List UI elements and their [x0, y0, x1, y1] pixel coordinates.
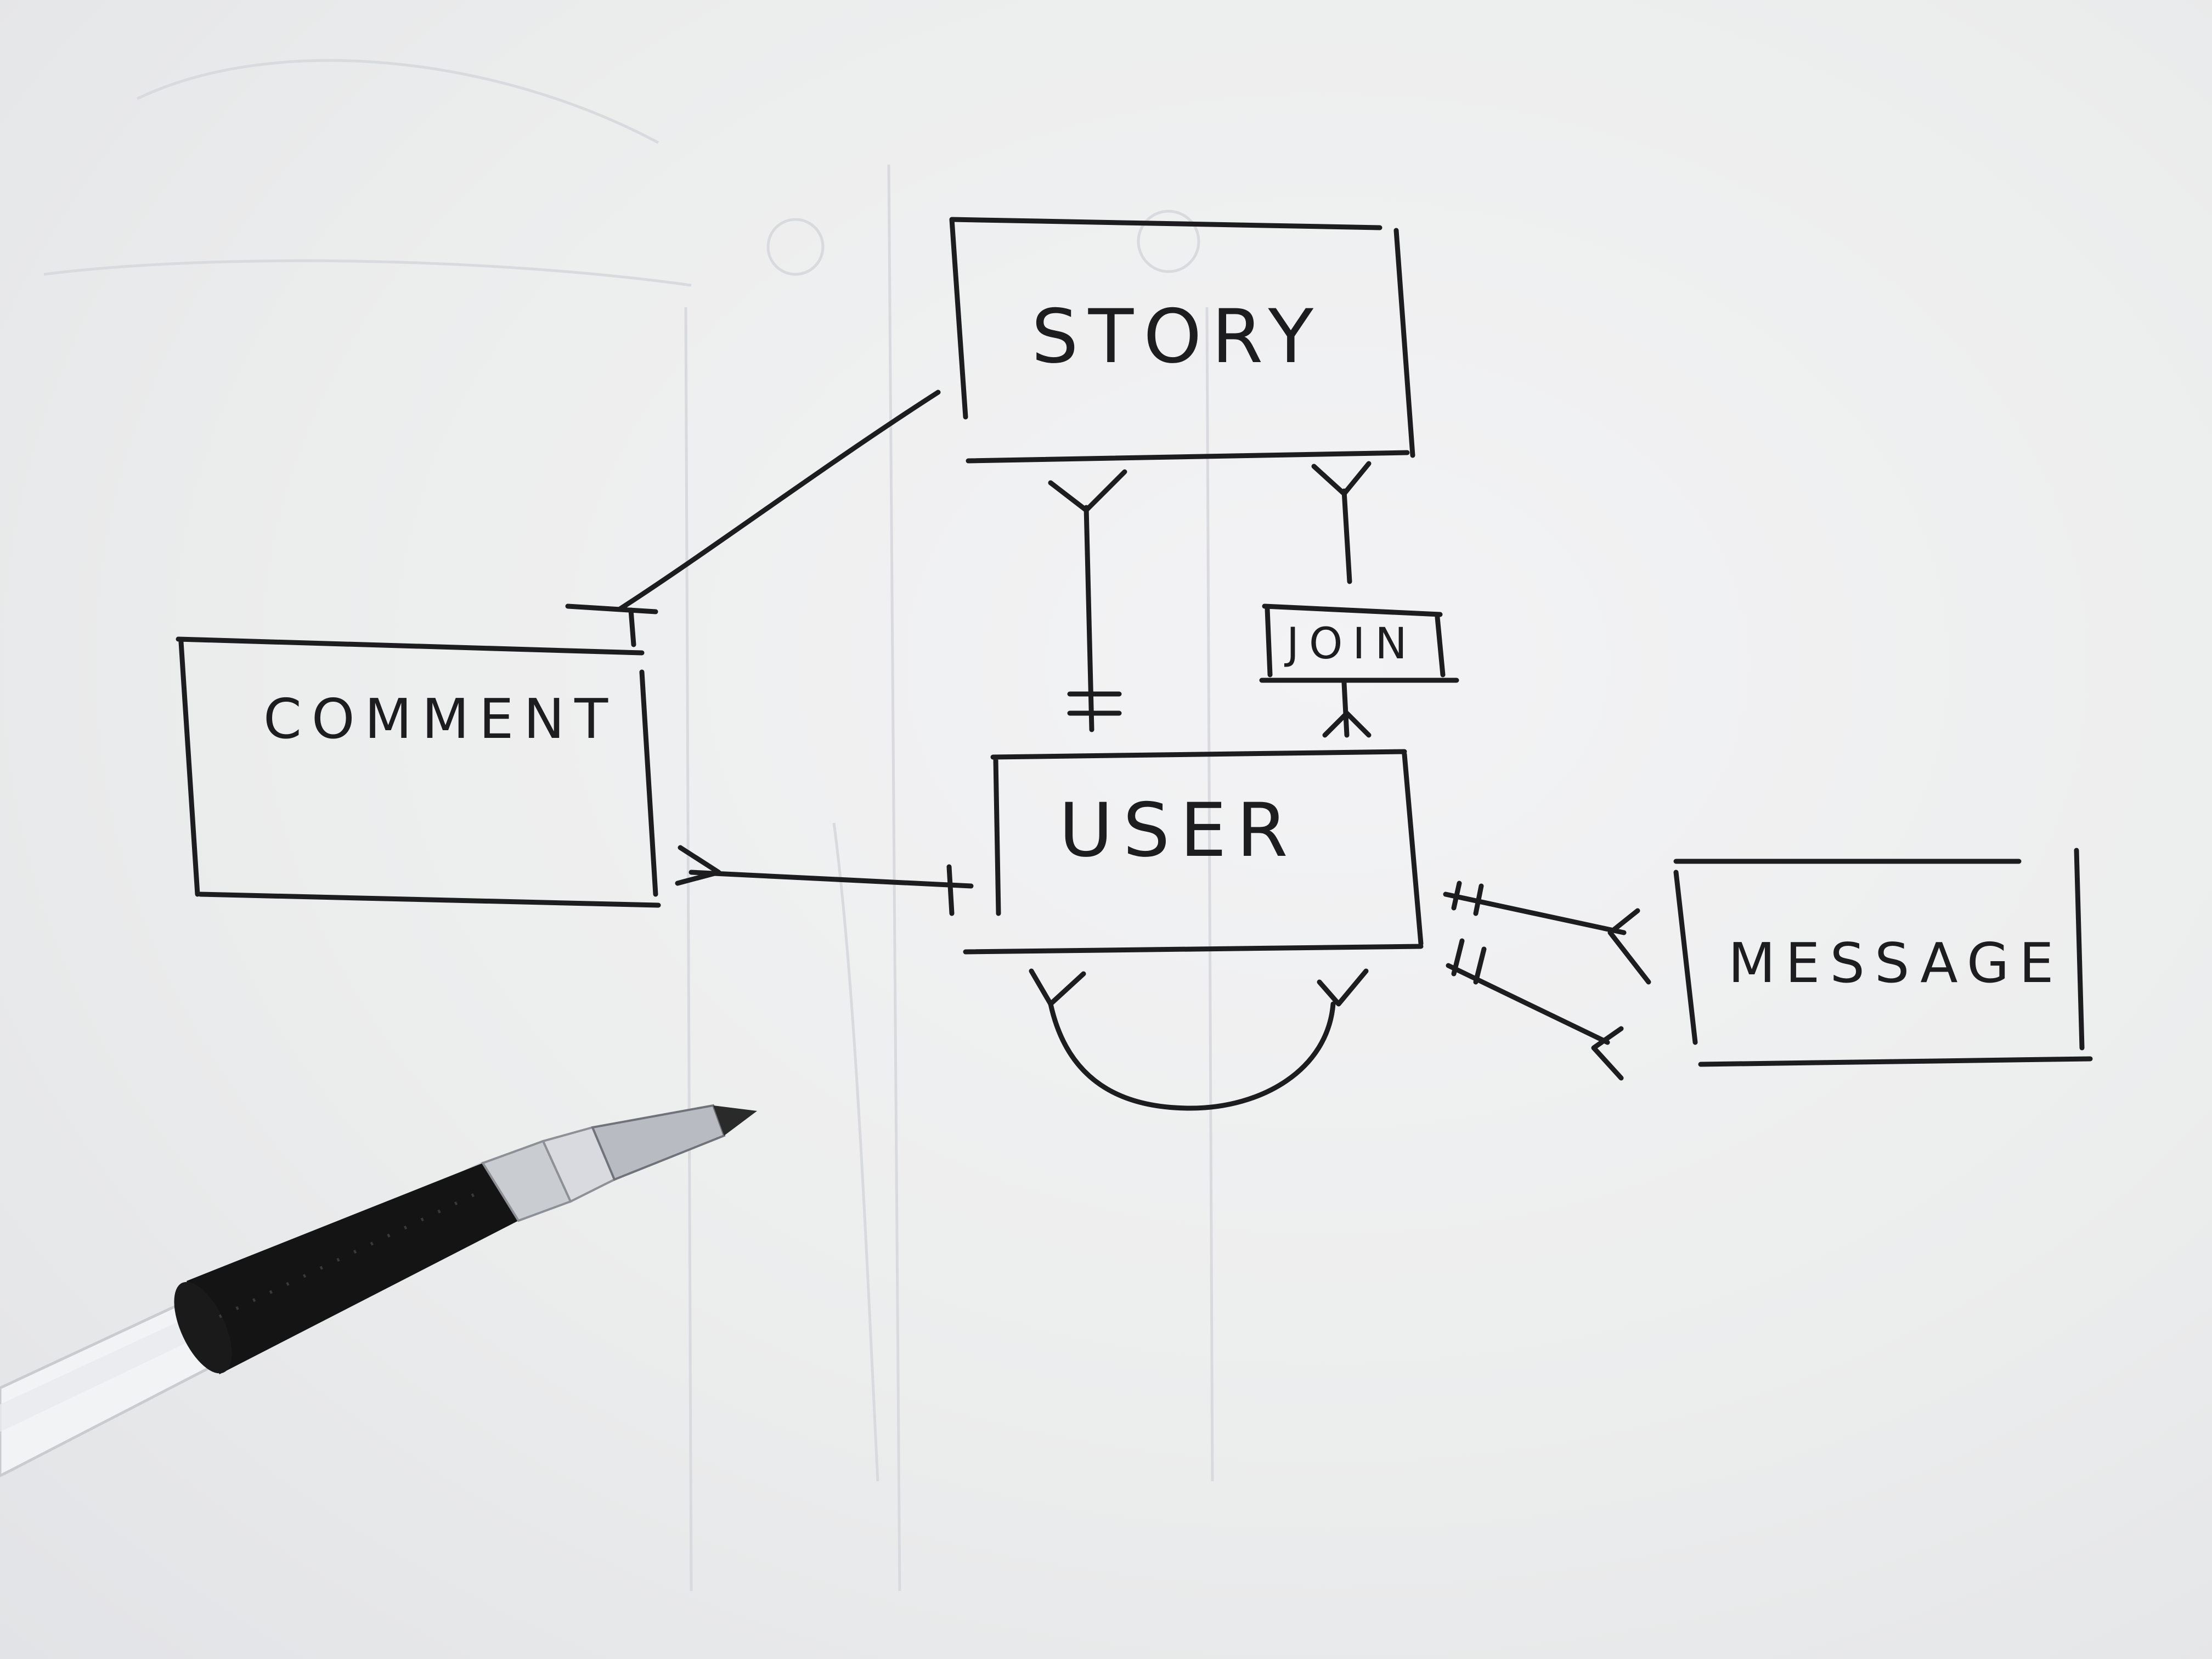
user-entity: USER [963, 749, 1424, 955]
join-user-relationship [1322, 680, 1372, 738]
comment-entity: COMMENT [176, 636, 661, 908]
user-self-relationship [1029, 968, 1369, 1111]
message-label: MESSAGE [1728, 931, 2064, 995]
story-label: STORY [1031, 294, 1323, 380]
user-message-relationship-1 [1443, 881, 1651, 985]
join-label: JOIN [1284, 619, 1417, 669]
comment-label: COMMENT [263, 687, 618, 751]
pen-icon [0, 1104, 757, 1477]
join-entity: JOIN [1259, 603, 1459, 683]
message-entity: MESSAGE [1673, 848, 2093, 1067]
comment-user-relationship [675, 845, 974, 916]
story-entity: STORY [949, 217, 1415, 464]
story-user-relationship [1048, 469, 1127, 732]
story-join-relationship [1311, 461, 1372, 584]
background-faint-writing [43, 59, 1214, 1592]
story-comment-relationship [565, 390, 941, 647]
user-message-relationship-2 [1446, 938, 1624, 1081]
user-label: USER [1059, 787, 1298, 873]
